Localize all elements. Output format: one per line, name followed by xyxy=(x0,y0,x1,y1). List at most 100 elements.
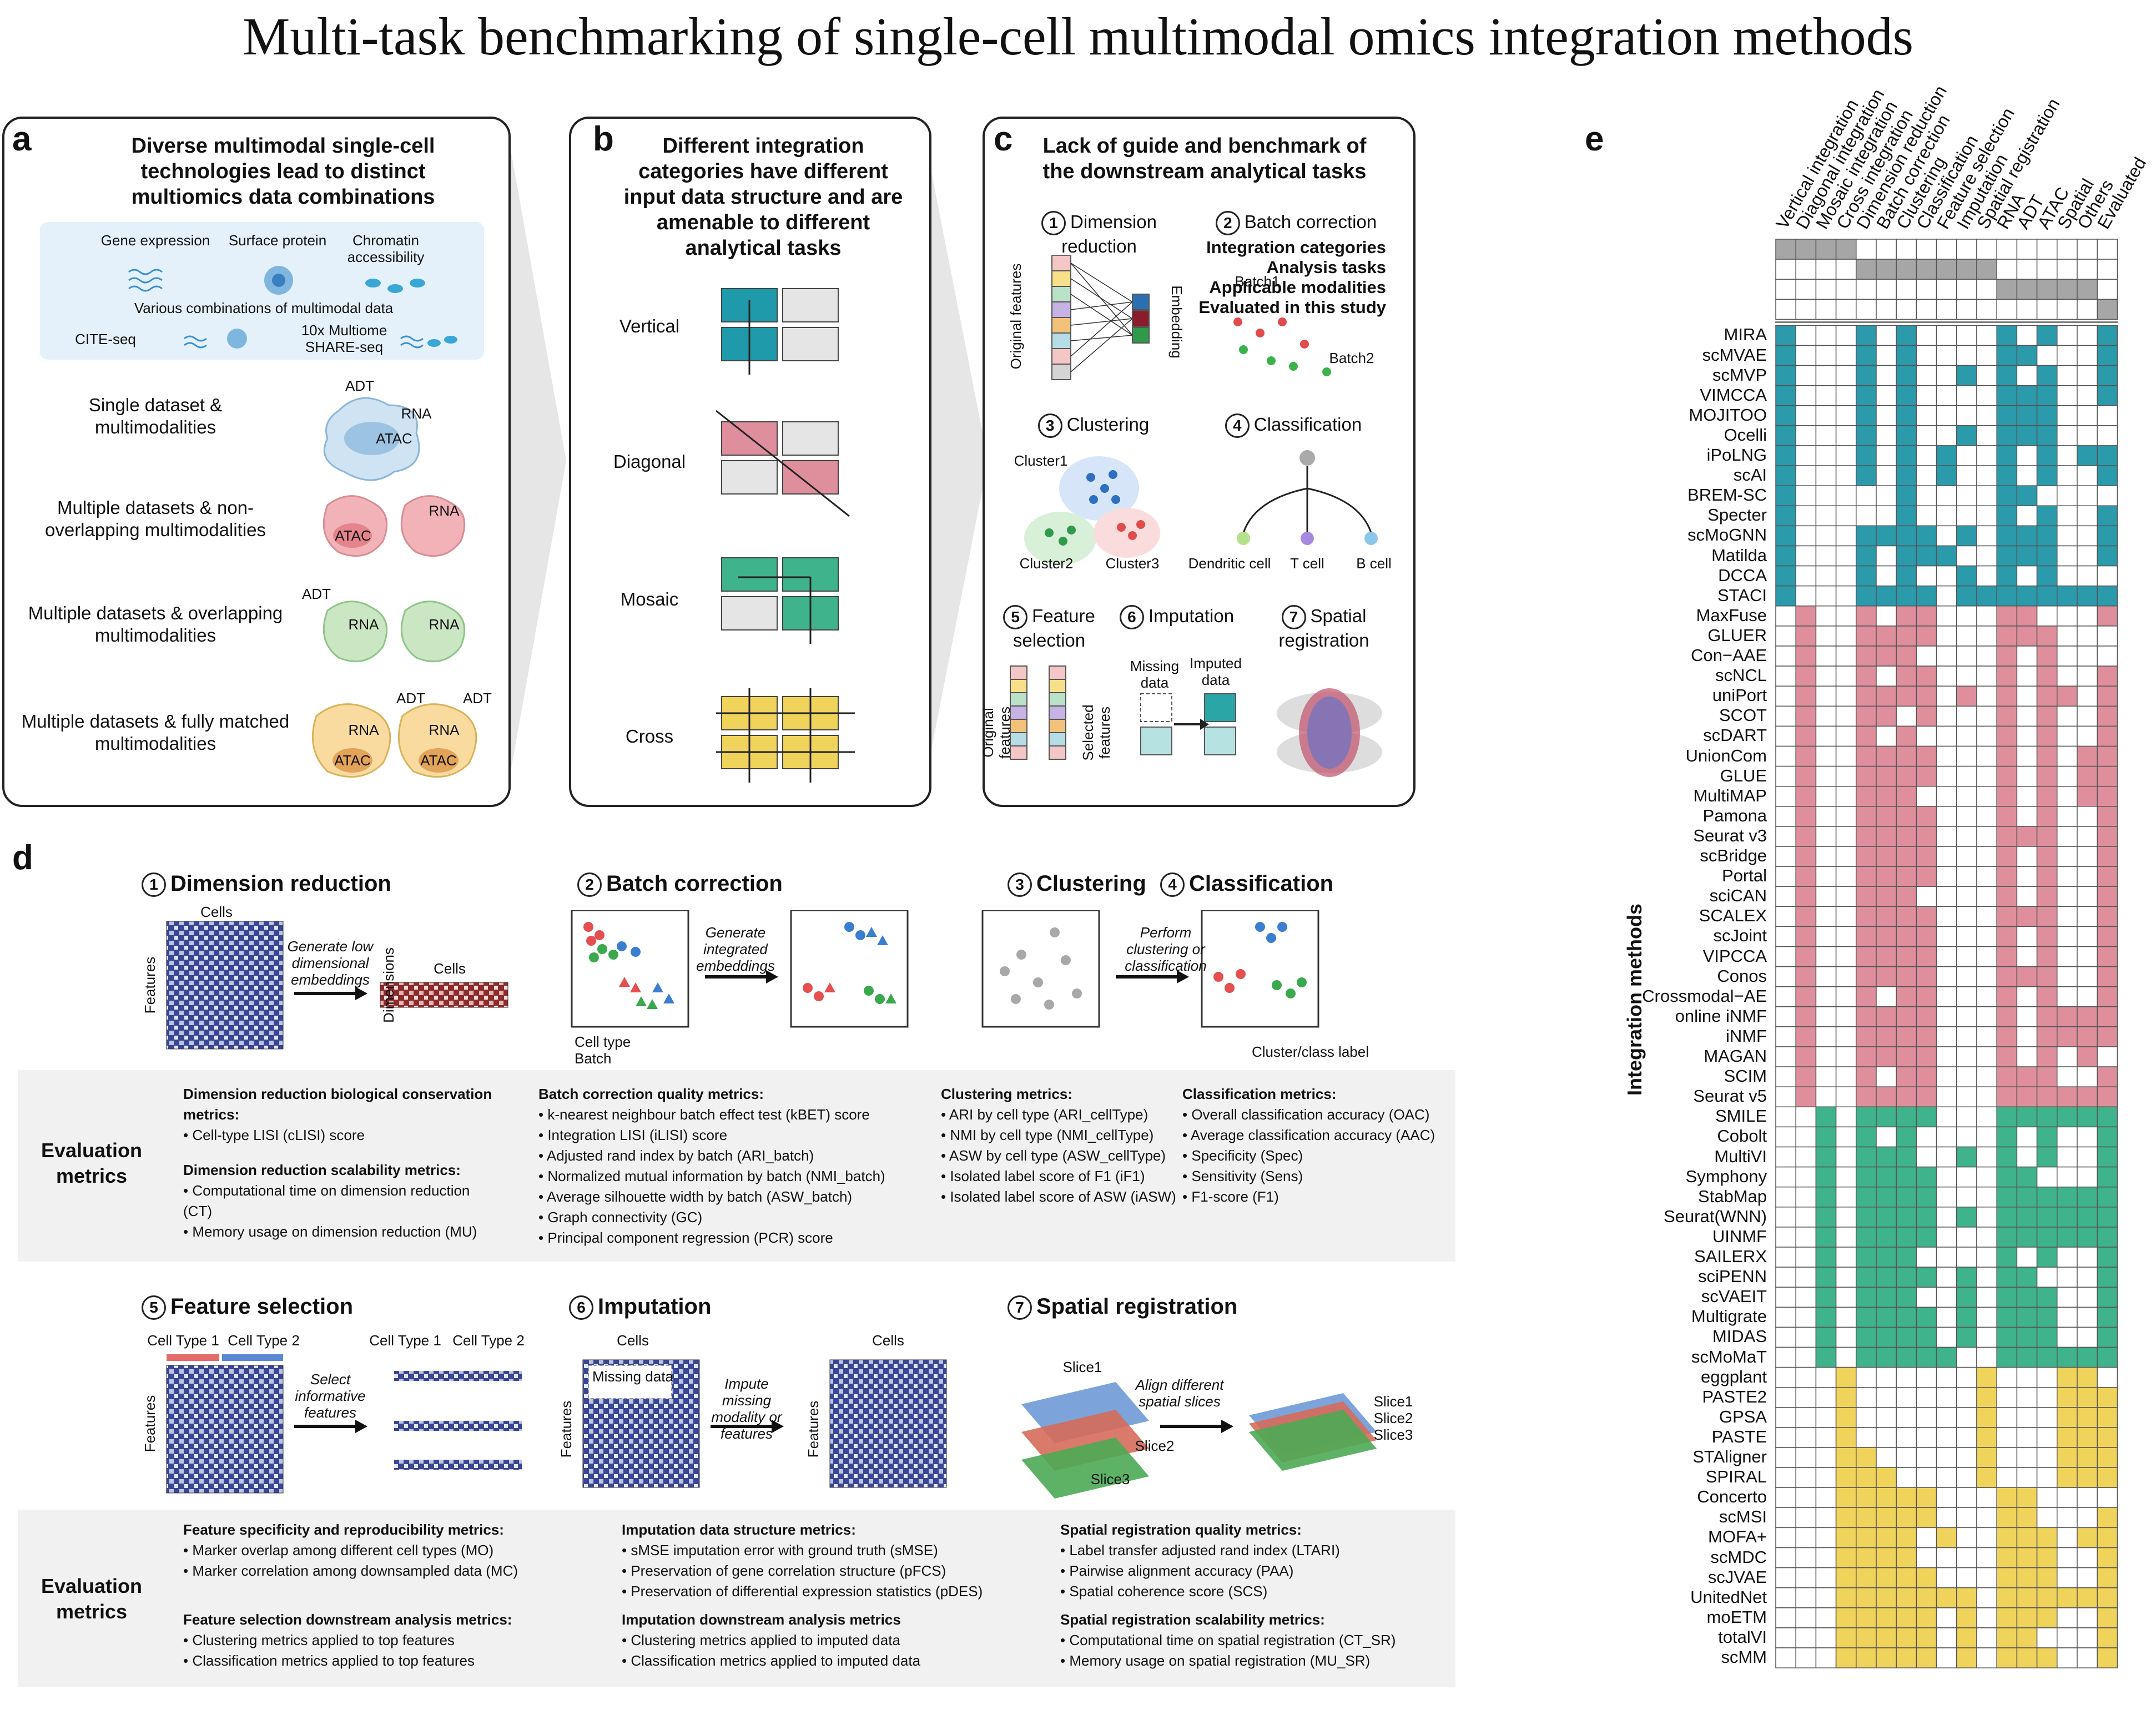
heatmap-cell xyxy=(1916,1026,1937,1047)
heatmap-cell xyxy=(2077,1086,2098,1108)
heatmap-cell xyxy=(2016,465,2038,486)
heatmap-cell xyxy=(1876,465,1897,486)
heatmap-cell xyxy=(1996,1026,2018,1047)
heatmap-cell xyxy=(1815,946,1837,967)
heatmap-cell xyxy=(1815,1527,1837,1549)
heatmap-cell xyxy=(1976,1186,1997,1208)
heatmap-cell xyxy=(1795,645,1817,667)
heatmap-cell xyxy=(1795,1547,1817,1568)
heatmap-cell xyxy=(1916,1106,1937,1128)
heatmap-cell xyxy=(1916,986,1937,1007)
heatmap-cell xyxy=(1835,946,1857,967)
method-label: STAligner xyxy=(1692,1447,1767,1466)
d-task-1-num: 1 xyxy=(142,872,166,897)
c-task-6-num: 6 xyxy=(1119,605,1144,630)
heatmap-cell xyxy=(1835,725,1857,747)
category-mosaic: Mosaic xyxy=(620,589,679,609)
heatmap-cell xyxy=(1916,826,1937,847)
heatmap-cell xyxy=(1896,239,1917,260)
heatmap-cell xyxy=(2057,1287,2078,1308)
heatmap-cell xyxy=(1876,1287,1897,1308)
heatmap-cell xyxy=(1896,705,1917,727)
heatmap-cell xyxy=(1896,1587,1917,1608)
heatmap-cell xyxy=(2036,1146,2058,1168)
heatmap-cell xyxy=(1775,1366,1796,1388)
heatmap-cell xyxy=(1956,866,1977,887)
heatmap-cell xyxy=(1936,946,1957,967)
heatmap-cell xyxy=(1956,565,1977,587)
heatmap-cell xyxy=(1856,505,1877,527)
metrics-imp-down: Imputation downstream analysis metrics• … xyxy=(622,1610,1010,1671)
heatmap-cell xyxy=(1976,1447,1997,1468)
heatmap-cell xyxy=(1815,505,1837,527)
heatmap-cell xyxy=(1795,705,1817,727)
heatmap-cell xyxy=(2097,886,2118,907)
heatmap-cell xyxy=(1775,1146,1796,1168)
heatmap-cell xyxy=(2036,1066,2058,1087)
heatmap-cell xyxy=(2077,1146,2098,1168)
heatmap-cell xyxy=(1956,1346,1977,1368)
heatmap-cell xyxy=(2036,1326,2058,1348)
metric-item: • Adjusted rand index by batch (ARI_batc… xyxy=(538,1147,814,1164)
heatmap-cell xyxy=(1936,1386,1957,1408)
heatmap-cell xyxy=(1856,1026,1877,1047)
heatmap-cell xyxy=(1856,745,1877,767)
heatmap-cell xyxy=(1936,1166,1957,1188)
heatmap-cell xyxy=(2036,665,2058,687)
heatmap-cell xyxy=(1896,1567,1917,1588)
d-select-inf: Select informative features xyxy=(295,1371,366,1421)
heatmap-cell xyxy=(1815,1307,1837,1328)
cell-atac-1: ATAC xyxy=(376,430,412,447)
heatmap-cell xyxy=(2097,1547,2118,1568)
heatmap-cell xyxy=(1835,565,1857,587)
heatmap-cell xyxy=(1896,1066,1917,1087)
heatmap-cell xyxy=(1896,525,1917,547)
heatmap-cell xyxy=(1936,1006,1957,1027)
heatmap-cell xyxy=(2036,1006,2058,1027)
heatmap-cell xyxy=(1976,1326,1997,1348)
heatmap-cell xyxy=(1916,1307,1937,1328)
heatmap-cell xyxy=(2036,445,2058,466)
heatmap-cell xyxy=(2097,1166,2118,1188)
heatmap-cell xyxy=(2057,966,2078,987)
heatmap-cell xyxy=(1896,1467,1917,1488)
d-slice1: Slice1 xyxy=(1062,1359,1102,1375)
heatmap-cell xyxy=(1956,1166,1977,1188)
heatmap-cell xyxy=(1835,846,1857,867)
heatmap-cell xyxy=(1976,626,1997,647)
heatmap-cell xyxy=(1775,1186,1796,1208)
cell-rna-4: RNA xyxy=(429,616,460,633)
heatmap-cell xyxy=(2077,465,2098,486)
heatmap-cell xyxy=(2057,1006,2078,1027)
heatmap-cell xyxy=(1835,1287,1857,1308)
heatmap-cell xyxy=(1976,986,1997,1007)
heatmap-cell xyxy=(1876,505,1897,527)
method-label: scMoMaT xyxy=(1691,1346,1767,1366)
heatmap-cell xyxy=(2057,1507,2078,1529)
heatmap-cell xyxy=(1856,806,1877,827)
heatmap-cell xyxy=(1956,299,1977,320)
heatmap-cell xyxy=(1815,385,1837,406)
method-label: SAILERX xyxy=(1694,1247,1767,1266)
metric-item: • ARI by cell type (ARI_cellType) xyxy=(941,1106,1148,1123)
heatmap-cell xyxy=(2097,279,2118,300)
heatmap-cell xyxy=(1996,1066,2018,1087)
heatmap-cell xyxy=(1936,866,1957,887)
heatmap-cell xyxy=(2077,1447,2098,1468)
heatmap-cell xyxy=(2016,1166,2038,1188)
heatmap-cell xyxy=(1936,806,1957,827)
heatmap-cell xyxy=(1815,1447,1837,1468)
d-task-4-num: 4 xyxy=(1160,872,1185,897)
heatmap-cell xyxy=(1936,325,1957,346)
heatmap-cell xyxy=(1936,1487,1957,1509)
heatmap-cell xyxy=(1856,866,1877,887)
metric-item: • Specificity (Spec) xyxy=(1182,1147,1303,1164)
c-cluster3: Cluster3 xyxy=(1105,555,1160,572)
method-label: sciPENN xyxy=(1697,1267,1767,1287)
heatmap-cell xyxy=(1775,385,1796,406)
heatmap-cell xyxy=(2057,1647,2078,1668)
heatmap-cell xyxy=(1815,1227,1837,1248)
heatmap-cell xyxy=(2097,745,2118,767)
